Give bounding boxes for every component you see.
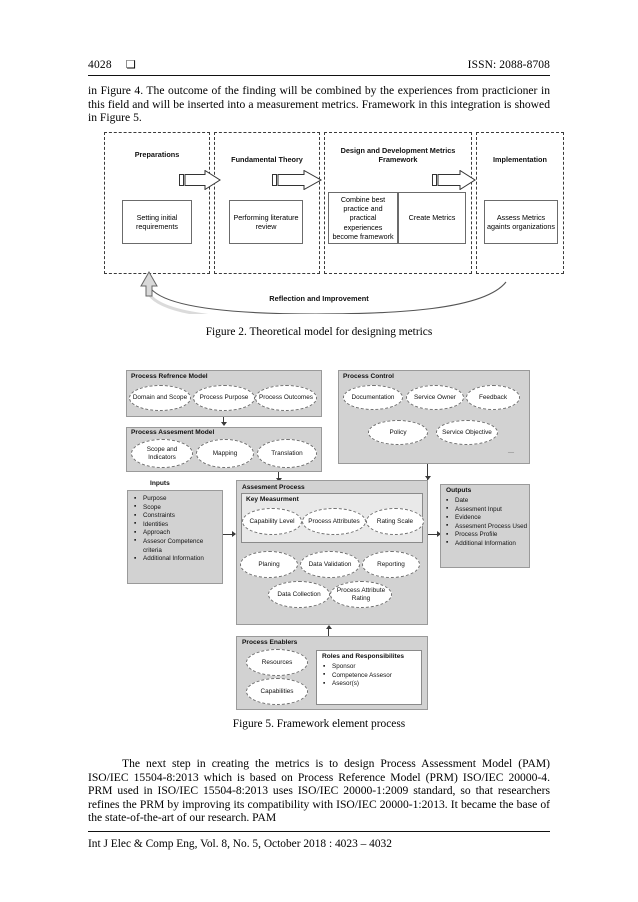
km-node-process-attributes: Process Attributes — [302, 508, 366, 535]
ap-node-planing: Planing — [240, 551, 298, 578]
list-item: Assesor Competence — [134, 537, 222, 547]
pam-node-scope-and-indicators: Scope and Indicators — [131, 439, 193, 468]
fig2-lane-design-development — [324, 132, 472, 274]
list-item: Asesor(s) — [323, 680, 423, 689]
km-node-rating-scale: Rating Scale — [366, 508, 424, 535]
list-item: Evidence — [446, 514, 530, 523]
pam-node-translation: Translation — [257, 439, 317, 468]
page-number: 4028 — [88, 59, 112, 71]
ap-node-data-collection: Data Collection — [268, 581, 330, 608]
fig2-box-setting-initial-requirements: Setting initial requirements — [122, 200, 192, 244]
square-marker-icon: ❏ — [125, 59, 136, 71]
roles-title: Roles and Responsibilites — [322, 653, 405, 660]
prm-node-process-purpose: Process Purpose — [193, 385, 255, 411]
connector-enablers-to-assessment — [328, 626, 330, 638]
list-item-continuation: criteria — [143, 546, 162, 554]
running-head: 4028 ❏ ISSN: 2088-8708 — [88, 56, 550, 74]
fig2-box-combine-best-practice: Combine best practice and practical expe… — [328, 192, 398, 244]
assessment-process-title: Assesment Process — [242, 484, 305, 491]
figure-2: Preparations Fundamental Theory Design a… — [104, 132, 564, 314]
arrowhead-enablers-to-assessment — [326, 625, 332, 629]
fig2-arrow-3 — [432, 170, 476, 190]
fig2-title-implementation: Implementation — [493, 155, 547, 164]
prm-title: Process Refrence Model — [131, 373, 208, 380]
pe-node-resources: Resources — [246, 649, 308, 676]
fig2-feedback-loop — [140, 270, 507, 314]
pc-dash-artifact: — — [508, 450, 514, 456]
list-item: Additional Information — [446, 539, 530, 549]
prm-node-domain-and-scope: Domain and Scope — [129, 385, 191, 411]
list-item: Date — [446, 497, 530, 506]
fig2-lane-preparations — [104, 132, 210, 274]
outputs-list: Date Assesment Input Evidence Assesment … — [446, 497, 530, 549]
list-item: Identities — [134, 520, 222, 530]
footer-rule — [88, 831, 550, 832]
arrowhead-control-to-assessment — [425, 476, 431, 480]
connector-control-to-assessment — [427, 464, 429, 480]
fig2-arrow-2 — [272, 170, 323, 190]
inputs-list: Purpose Scope Constraints Identities App… — [134, 495, 222, 564]
pc-node-service-objective: Service Objective — [436, 420, 498, 445]
connector-inputs-to-assessment — [223, 534, 235, 536]
list-item: Process Profile — [446, 531, 530, 540]
connector-assessment-to-outputs — [428, 534, 440, 536]
arrowhead-assessment-to-outputs — [437, 531, 441, 537]
list-item: Assesment Input — [446, 505, 530, 515]
pc-node-policy: Policy — [368, 420, 428, 445]
process-control-title: Process Control — [343, 373, 394, 380]
fig2-title-preparations: Preparations — [134, 150, 180, 159]
process-enablers-title: Process Enablers — [242, 639, 298, 646]
pe-node-capabilities: Capabilities — [246, 678, 308, 705]
issn-label: ISSN: 2088-8708 — [467, 59, 550, 71]
fig2-arrow-1 — [179, 170, 221, 190]
list-item: Scope — [134, 503, 222, 513]
fig2-box-create-metrics: Create Metrics — [398, 192, 466, 244]
roles-list: Sponsor Competence Assesor Asesor(s) — [323, 663, 423, 689]
km-node-capability-level: Capability Level — [242, 508, 302, 535]
pam-title: Process Assesment Model — [131, 429, 215, 436]
fig2-box-performing-literature-review: Performing literature review — [229, 200, 303, 244]
header-rule — [88, 75, 550, 76]
list-item: Purpose — [134, 495, 222, 504]
figure-2-caption: Figure 2. Theoretical model for designin… — [205, 326, 433, 338]
figure-5-caption: Figure 5. Framework element process — [232, 718, 406, 730]
pc-node-service-owner: Service Owner — [406, 385, 464, 410]
list-item: Constraints — [134, 512, 222, 521]
list-item: Competence Assesor — [323, 671, 423, 681]
pc-node-feedback: Feedback — [466, 385, 520, 410]
arrowhead-inputs-to-assessment — [232, 531, 236, 537]
fig2-title-design-development: Design and Development Metrics Framework — [340, 146, 456, 164]
paragraph-bottom-text: The next step in creating the metrics is… — [88, 757, 550, 825]
connector-pam-to-assessment — [278, 472, 280, 482]
ap-node-reporting: Reporting — [362, 551, 420, 578]
list-item: Approach — [134, 529, 222, 538]
fig2-lane-fundamental-theory — [214, 132, 320, 274]
list-item: Assesment Process Used — [446, 522, 530, 532]
pam-node-mapping: Mapping — [196, 439, 254, 468]
pc-node-documentation: Documentation — [343, 385, 403, 410]
fig2-title-fundamental-theory: Fundamental Theory — [231, 155, 303, 164]
paragraph-top: in Figure 4. The outcome of the finding … — [88, 84, 550, 125]
arrowhead-prm-to-pam — [221, 422, 227, 426]
fig2-box-assess-metrics: Assess Metrics againts organizations — [484, 200, 558, 244]
prm-node-process-outcomes: Process Outcomes — [255, 385, 317, 411]
outputs-title: Outputs — [446, 487, 472, 494]
key-measurement-title: Key Measurment — [246, 496, 299, 503]
ap-node-data-validation: Data Validation — [300, 551, 360, 578]
list-item: Sponsor — [323, 663, 423, 672]
footer-text: Int J Elec & Comp Eng, Vol. 8, No. 5, Oc… — [88, 838, 392, 850]
connector-prm-to-pam — [223, 417, 225, 424]
ap-node-process-attribute-rating: Process Attribute Rating — [330, 581, 392, 608]
fig2-loop-label: Reflection and Improvement — [269, 294, 369, 303]
inputs-title: Inputs — [150, 480, 170, 487]
figure-5: Process Refrence Model Domain and Scope … — [118, 362, 542, 710]
paragraph-bottom: The next step in creating the metrics is… — [88, 757, 550, 825]
fig2-lane-implementation — [476, 132, 564, 274]
list-item: Additional Information — [134, 555, 222, 564]
